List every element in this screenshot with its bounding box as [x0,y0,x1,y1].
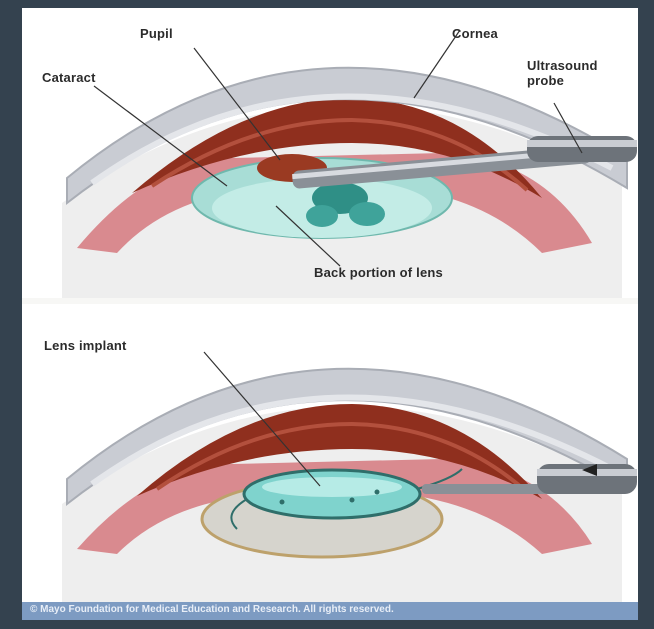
lens-fragment [349,202,385,226]
label-cataract: Cataract [42,70,96,85]
illustration-frame: Pupil Cornea Cataract Ultrasound probe B… [22,8,638,620]
label-pupil: Pupil [140,26,173,41]
label-lens-implant: Lens implant [44,338,127,353]
top-panel-phacoemulsification: Pupil Cornea Cataract Ultrasound probe B… [22,8,638,298]
copyright-bar: © Mayo Foundation for Medical Education … [22,602,638,620]
label-ultrasound-probe: Ultrasound probe [527,58,598,88]
label-ultrasound-line2: probe [527,73,598,88]
bottom-panel-lens-implant: Lens implant [22,304,638,602]
top-eye-illustration [22,8,638,298]
label-back-portion-of-lens: Back portion of lens [314,265,443,280]
lens-fragment [306,205,338,227]
label-cornea: Cornea [452,26,498,41]
label-ultrasound-line1: Ultrasound [527,58,598,73]
copyright-text: © Mayo Foundation for Medical Education … [30,604,394,615]
